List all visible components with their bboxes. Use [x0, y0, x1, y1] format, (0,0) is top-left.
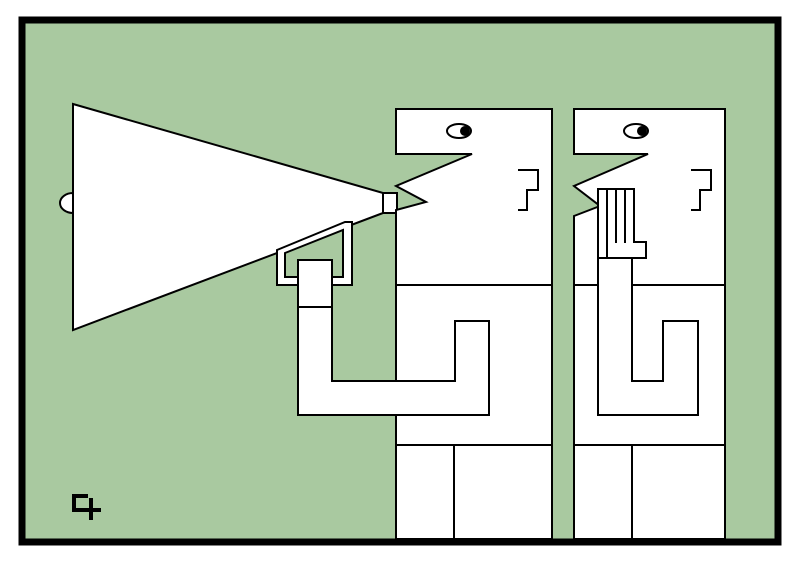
- listener-figure: [572, 108, 726, 540]
- speaker-arm: [297, 259, 490, 416]
- speaker-figure: [297, 108, 553, 540]
- signature-mark-icon: [72, 494, 101, 520]
- listener-arm: [597, 188, 699, 416]
- megaphone-knob: [59, 191, 74, 215]
- speaker-ear: [518, 169, 539, 211]
- listener-ear: [691, 169, 712, 211]
- megaphone-icon: [72, 102, 398, 332]
- listener-fingers: [597, 188, 633, 259]
